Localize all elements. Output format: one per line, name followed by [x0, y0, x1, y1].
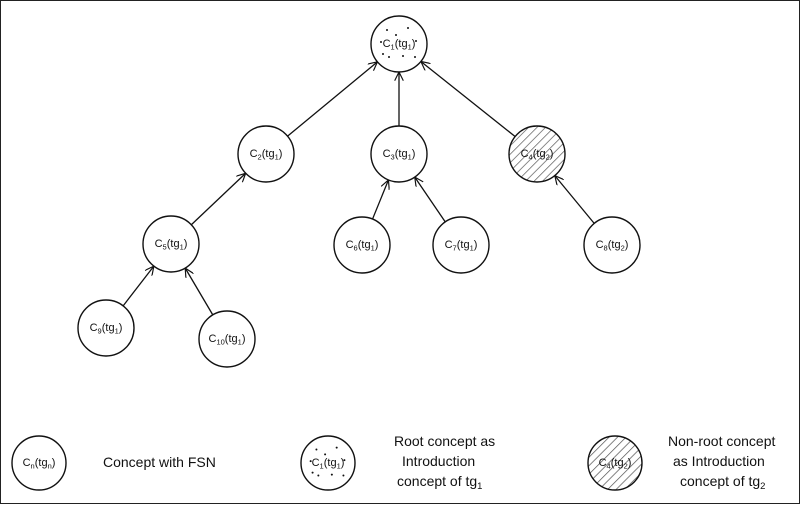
- legend-node-root-label: C1(tg1): [312, 457, 345, 471]
- node-c8-circle: [583, 216, 641, 274]
- legend-node-root-dot: [324, 453, 327, 456]
- edge-c6-to-c3: [371, 180, 389, 220]
- node-c1-label: C1(tg1): [383, 38, 416, 52]
- legend-node-root-dot: [343, 459, 346, 462]
- node-c1: C1(tg1): [370, 15, 428, 73]
- legend-label-nonroot-line2: as Introduction: [673, 453, 765, 469]
- legend-node-root-dot: [330, 473, 333, 476]
- legend-node-plain-label: Cn(tgn): [23, 457, 56, 471]
- node-c4-label: C4(tg2): [521, 148, 554, 162]
- node-c3-circle: [370, 125, 428, 183]
- legend-node-root-dot: [342, 474, 345, 477]
- node-c2-circle: [237, 125, 295, 183]
- node-c5: C5(tg1): [142, 215, 200, 273]
- legend-node-nonroot-circle: [587, 435, 643, 491]
- node-c1-circle: [370, 15, 428, 73]
- legend-node-root: C1(tg1): [300, 435, 356, 491]
- node-c5-circle: [142, 215, 200, 273]
- node-c1-dot: [382, 53, 384, 55]
- node-c4-circle: [508, 125, 566, 183]
- node-c9-label: C9(tg1): [90, 322, 123, 336]
- legend-node-root-dot: [311, 471, 314, 474]
- nodes-layer: C1(tg1) C2(tg1) C3(tg1) C4(tg2) C5(tg1) C6(tg…: [77, 15, 641, 368]
- legend: Cn(tgn) Concept with FSN C1(tg1) Root co…: [11, 433, 776, 492]
- node-c1-dot: [402, 55, 404, 57]
- legend-node-nonroot-label: C4(tg2): [599, 457, 632, 471]
- legend-label-root-line1: Root concept as: [394, 433, 495, 449]
- legend-label-nonroot-line1: Non-root concept: [668, 433, 776, 449]
- node-c3-label: C3(tg1): [383, 148, 416, 162]
- node-c1-dot: [388, 56, 390, 58]
- node-c1-dot: [380, 41, 382, 43]
- node-c10-label: C10(tg1): [209, 333, 246, 347]
- edge-c8-to-c4: [555, 176, 595, 224]
- node-c1-dot: [395, 34, 397, 36]
- edge-c2-to-c1: [287, 62, 378, 137]
- edge-c5-to-c2: [190, 173, 245, 226]
- legend-node-root-dot: [315, 448, 318, 451]
- legend-node-root-dot: [335, 446, 338, 449]
- legend-node-plain-circle: [11, 435, 67, 491]
- node-c2-label: C2(tg1): [250, 148, 283, 162]
- node-c5-label: C5(tg1): [155, 238, 188, 252]
- node-c6: C6(tg1): [333, 216, 391, 274]
- node-c7-circle: [432, 216, 490, 274]
- legend-node-root-circle: [300, 435, 356, 491]
- node-c8-label: C8(tg2): [596, 239, 629, 253]
- node-c3: C3(tg1): [370, 125, 428, 183]
- legend-node-root-dot: [317, 474, 320, 477]
- node-c6-circle: [333, 216, 391, 274]
- node-c10-circle: [198, 310, 256, 368]
- node-c4: C4(tg2): [508, 125, 566, 183]
- legend-label-root-line2: Introduction: [402, 453, 475, 469]
- legend-node-plain: Cn(tgn): [11, 435, 67, 491]
- edge-c10-to-c5: [185, 268, 214, 316]
- node-c9-circle: [77, 299, 135, 357]
- edge-c4-to-c1: [421, 61, 516, 138]
- edge-c9-to-c5: [122, 266, 154, 307]
- node-c1-dot: [386, 29, 388, 31]
- node-c6-label: C6(tg1): [346, 239, 379, 253]
- node-c9: C9(tg1): [77, 299, 135, 357]
- node-c1-dot: [415, 40, 417, 42]
- edges-layer: [122, 61, 595, 316]
- node-c8: C8(tg2): [583, 216, 641, 274]
- legend-node-nonroot: C4(tg2): [587, 435, 643, 491]
- legend-label-concept-fsn: Concept with FSN: [103, 454, 216, 470]
- node-c10: C10(tg1): [198, 310, 256, 368]
- legend-label-nonroot-line3: concept of tg2: [680, 473, 765, 492]
- node-c7: C7(tg1): [432, 216, 490, 274]
- node-c2: C2(tg1): [237, 125, 295, 183]
- node-c1-dot: [407, 27, 409, 29]
- legend-node-root-dot: [309, 460, 312, 463]
- node-c7-label: C7(tg1): [445, 239, 478, 253]
- edge-c7-to-c3: [415, 177, 446, 223]
- node-c1-dot: [414, 56, 416, 58]
- legend-label-root-line3: concept of tg1: [397, 473, 482, 492]
